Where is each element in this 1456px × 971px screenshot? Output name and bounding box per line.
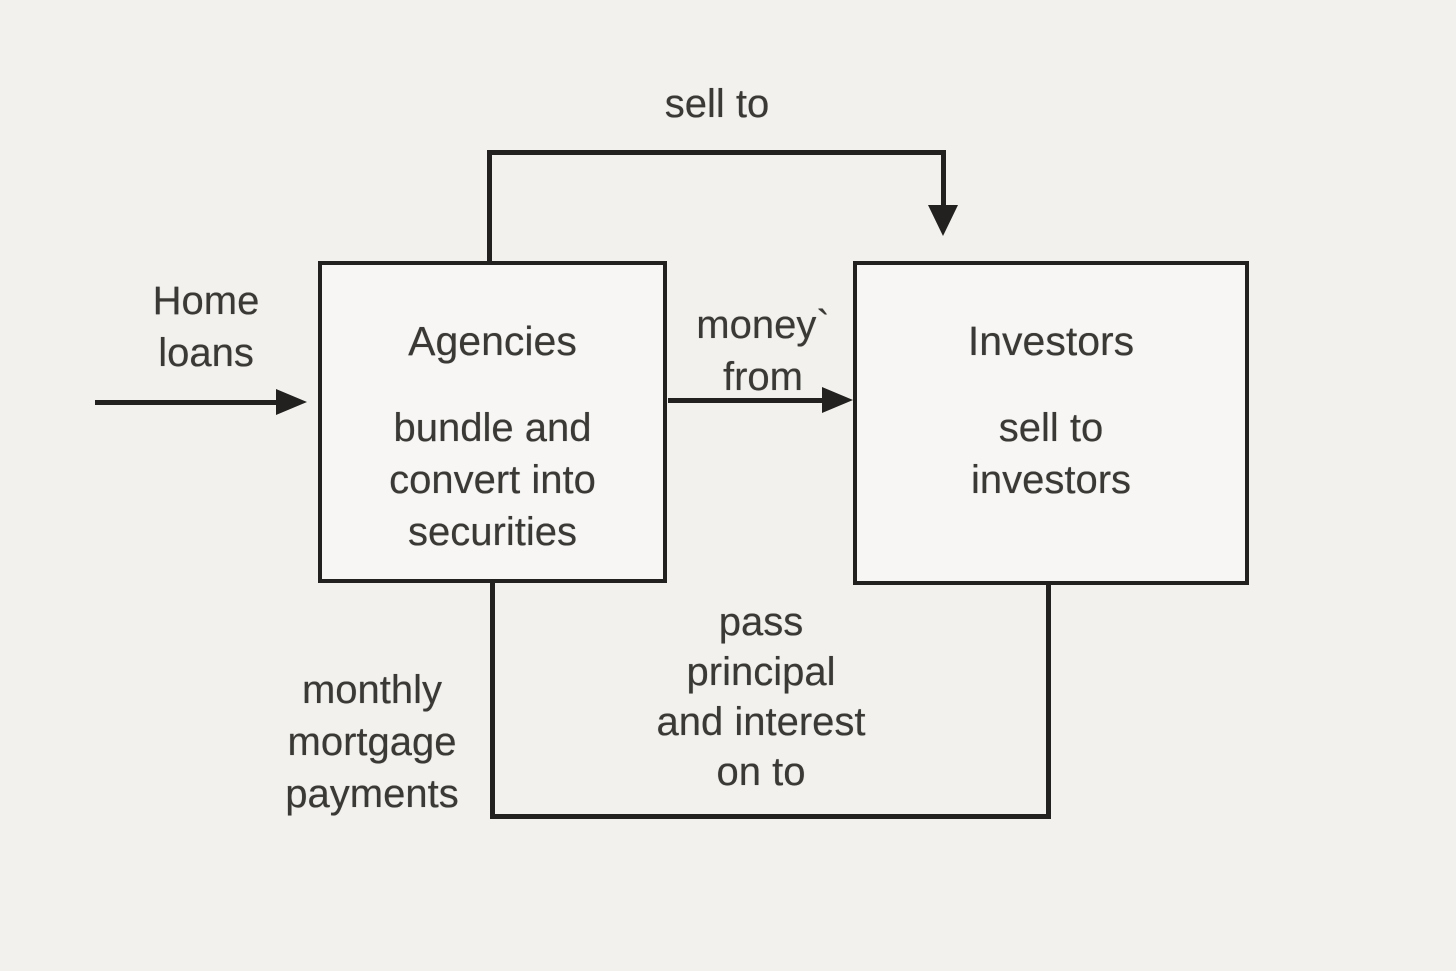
monthly-mortgage-label: monthly mortgage payments	[242, 664, 502, 820]
home-loans-label-line-1: Home	[152, 279, 260, 323]
sell-to-connector-vertical-left	[487, 150, 492, 264]
node-agencies-body-line-2: convert into	[389, 458, 596, 502]
pass-principal-label-line-4: on to	[716, 750, 806, 794]
home-loans-arrowhead-icon	[276, 389, 307, 415]
node-agencies-body: bundle and convert into securities	[322, 402, 663, 558]
monthly-mortgage-label-line-2: mortgage	[287, 720, 457, 764]
sell-to-connector-vertical-right	[941, 150, 946, 212]
money-from-label-line-1: money`	[696, 303, 830, 347]
monthly-mortgage-label-line-1: monthly	[301, 668, 443, 712]
pass-principal-label: pass principal and interest on to	[601, 597, 921, 797]
money-from-arrowhead-icon	[822, 387, 853, 413]
pass-principal-label-line-2: principal	[686, 650, 836, 694]
node-investors-title: Investors	[967, 318, 1135, 364]
pass-connector-horizontal	[490, 814, 1051, 819]
pass-connector-vertical-left	[490, 581, 495, 819]
home-loans-label-line-2: loans	[158, 331, 254, 375]
money-from-label: money` from	[653, 299, 873, 403]
node-investors-body: sell to investors	[857, 402, 1245, 506]
money-from-label-line-2: from	[723, 355, 803, 399]
node-investors-body-line-1: sell to	[998, 406, 1104, 450]
pass-principal-label-line-1: pass	[718, 600, 804, 644]
node-agencies-body-line-3: securities	[408, 510, 577, 554]
home-loans-label: Home loans	[106, 275, 306, 379]
node-investors: Investors sell to investors	[853, 261, 1249, 585]
money-from-arrow-shaft	[668, 398, 825, 403]
node-investors-body-line-2: investors	[970, 458, 1132, 502]
pass-principal-label-line-3: and interest	[656, 700, 866, 744]
sell-to-arrowhead-down-icon	[928, 205, 958, 236]
monthly-mortgage-label-line-3: payments	[285, 772, 459, 816]
node-agencies-title: Agencies	[408, 318, 577, 364]
node-agencies: Agencies bundle and convert into securit…	[318, 261, 667, 583]
sell-to-label-line-1: sell to	[664, 82, 770, 126]
pass-connector-vertical-right	[1046, 585, 1051, 819]
home-loans-arrow-shaft	[95, 400, 279, 405]
node-agencies-body-line-1: bundle and	[393, 406, 592, 450]
sell-to-connector-horizontal	[487, 150, 946, 155]
sell-to-label: sell to	[617, 78, 817, 130]
